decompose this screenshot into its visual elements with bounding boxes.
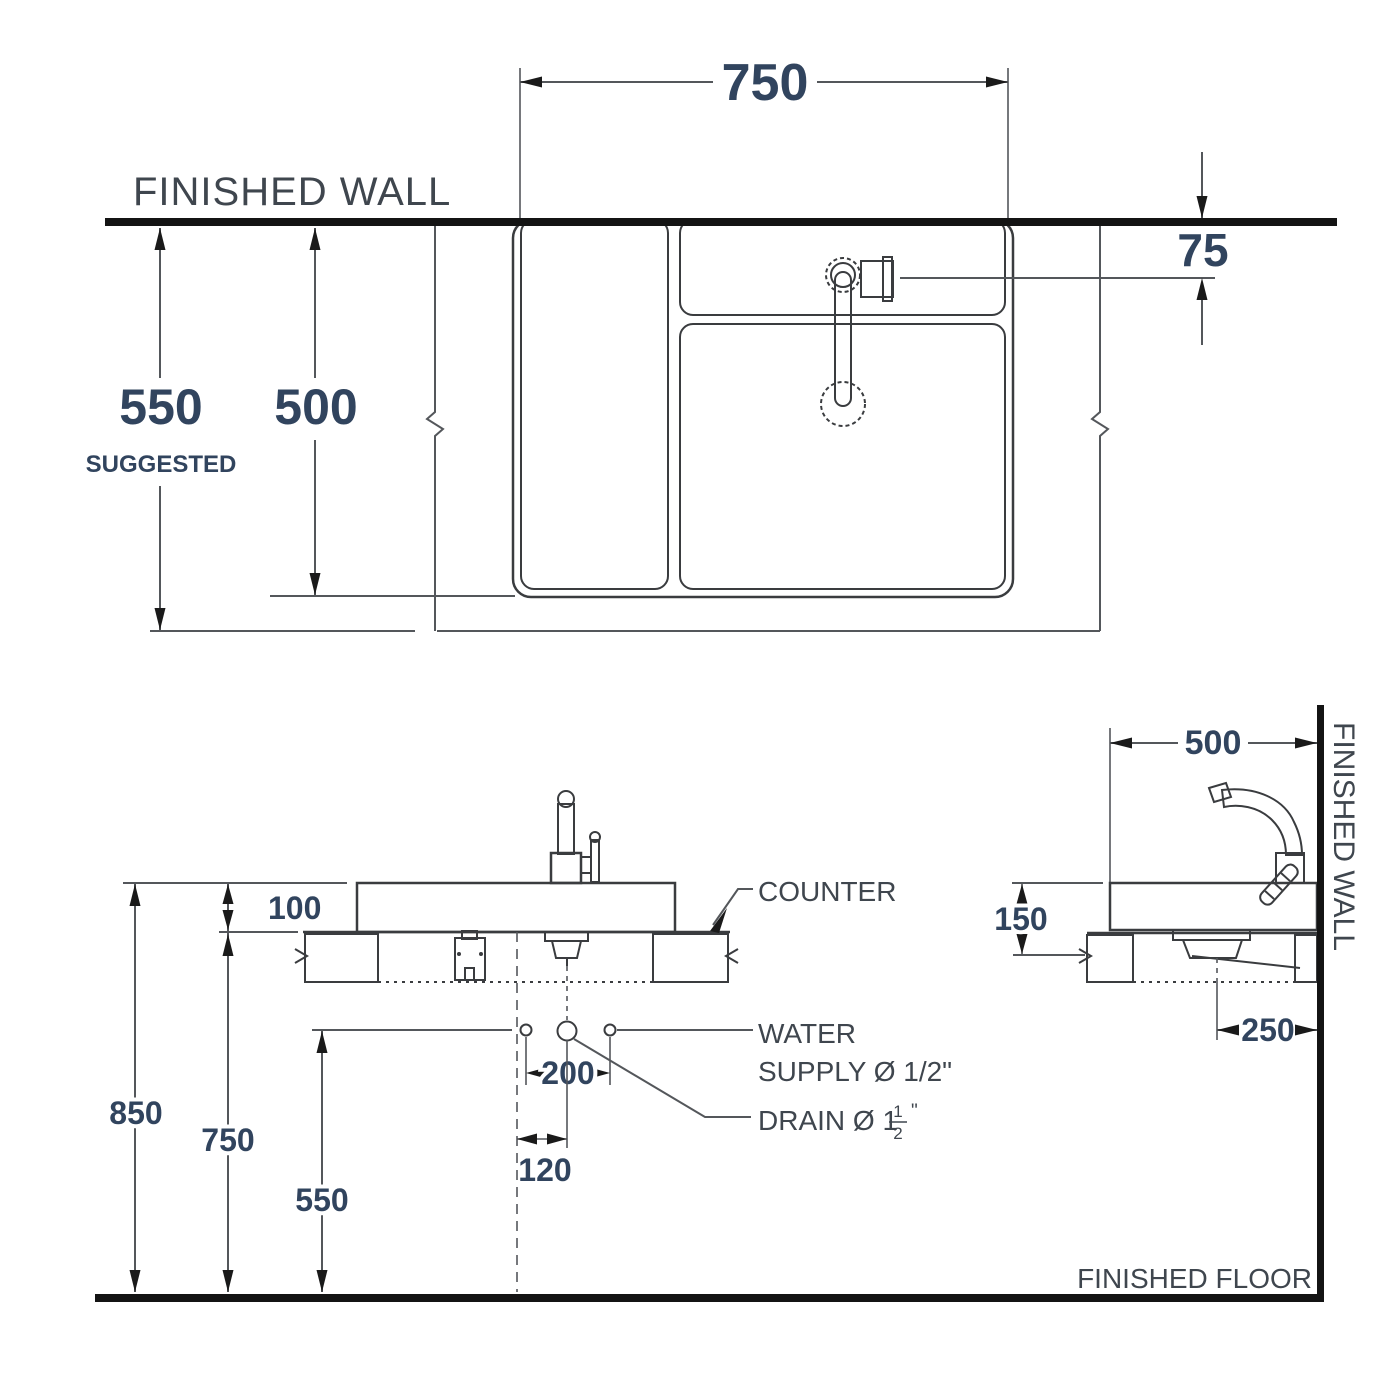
faucet-front-icon — [549, 790, 601, 885]
counter-side-break-tick — [1078, 948, 1093, 964]
drain-frac-numerator: 1 — [893, 1102, 902, 1121]
drain-outlet-icon — [556, 1020, 578, 1042]
side-view: 500 150 — [95, 705, 1360, 1302]
drain-leader-line — [573, 1038, 751, 1118]
counter-label: COUNTER — [758, 876, 896, 907]
water-supply-left-icon — [519, 1023, 533, 1037]
dim-850-value: 850 — [109, 1095, 162, 1131]
dim-150: 150 — [990, 882, 1103, 956]
suggested-label: SUGGESTED — [86, 451, 237, 478]
supply-drain-symbols — [312, 1020, 753, 1118]
dim-120: 120 — [517, 1040, 572, 1188]
finished-wall-label: FINISHED WALL — [133, 170, 451, 214]
break-line-left — [425, 226, 445, 631]
water-supply-right-icon — [603, 1023, 617, 1037]
drain-inch-mark: " — [911, 1101, 918, 1122]
dim-550-front-value: 550 — [295, 1182, 348, 1218]
dim-750-front: 750 — [197, 934, 259, 1292]
basin-left-compartment — [520, 219, 669, 590]
mounting-bracket-icon — [454, 930, 486, 981]
faucet-plan-icon — [820, 256, 894, 427]
counter-break-tick-left — [294, 948, 309, 964]
counter-side-block-left — [1086, 934, 1134, 983]
finished-floor-line — [95, 1294, 1324, 1302]
finished-wall-side-line — [1317, 705, 1324, 1302]
dim-550-value: 550 — [119, 379, 202, 435]
drain-label-group: DRAIN Ø 1 1 2 " — [758, 1101, 918, 1143]
finished-floor-label: FINISHED FLOOR — [1077, 1263, 1312, 1294]
dim-200-value: 200 — [541, 1055, 594, 1091]
counter-side-block-right — [1294, 934, 1318, 983]
counter-label-group: COUNTER — [710, 876, 896, 933]
counter-block-left — [304, 933, 379, 983]
dim-500-side-value: 500 — [1185, 724, 1242, 762]
dim-850: 850 — [105, 883, 167, 1292]
basin-faucet-deck — [679, 219, 1006, 316]
counter-break-tick-right — [724, 948, 739, 964]
water-supply-label-line2: SUPPLY Ø 1/2" — [758, 1056, 952, 1087]
dim-750: 750 — [519, 54, 1009, 218]
dim-500-plan: 500 — [270, 228, 515, 597]
basin-bowl — [679, 323, 1006, 590]
finished-wall-line — [105, 218, 1337, 226]
dim-75: 75 — [1177, 152, 1229, 345]
dim-100: 100 — [123, 882, 347, 1292]
dim-100-value: 100 — [268, 890, 321, 926]
dim-500-side: 500 — [1109, 724, 1317, 883]
faucet-side-icon — [1207, 781, 1305, 906]
dim-500-plan-value: 500 — [274, 379, 357, 435]
front-view: 200 120 100 850 — [105, 790, 952, 1292]
drain-fitting-front — [544, 931, 589, 966]
dim-250: 250 — [1216, 982, 1317, 1048]
dim-200: 200 — [525, 1037, 611, 1095]
dim-120-value: 120 — [518, 1152, 571, 1188]
dim-550-suggested: 550 SUGGESTED — [86, 228, 237, 630]
dim-750-value: 750 — [722, 54, 809, 112]
water-supply-label-line1: WATER — [758, 1018, 856, 1049]
break-line-right — [1090, 226, 1110, 631]
finished-wall-side-label: FINISHED WALL — [1327, 722, 1360, 951]
top-view: FINISHED WALL 750 550 SUGGESTED 500 — [86, 54, 1337, 632]
drain-fitting-side — [1172, 929, 1301, 982]
dim-750-front-value: 750 — [201, 1122, 254, 1158]
basin-plan-outline — [511, 218, 1015, 599]
dim-250-value: 250 — [1241, 1012, 1294, 1048]
basin-front-outline — [355, 881, 677, 934]
dim-75-value: 75 — [1177, 224, 1228, 276]
drain-label: DRAIN Ø 1 — [758, 1105, 898, 1136]
dim-550-front: 550 — [291, 1031, 353, 1292]
drain-frac-denominator: 2 — [893, 1124, 902, 1143]
dim-150-value: 150 — [994, 901, 1047, 937]
basin-side-outline — [1108, 881, 1319, 932]
counter-block-right — [652, 933, 729, 983]
